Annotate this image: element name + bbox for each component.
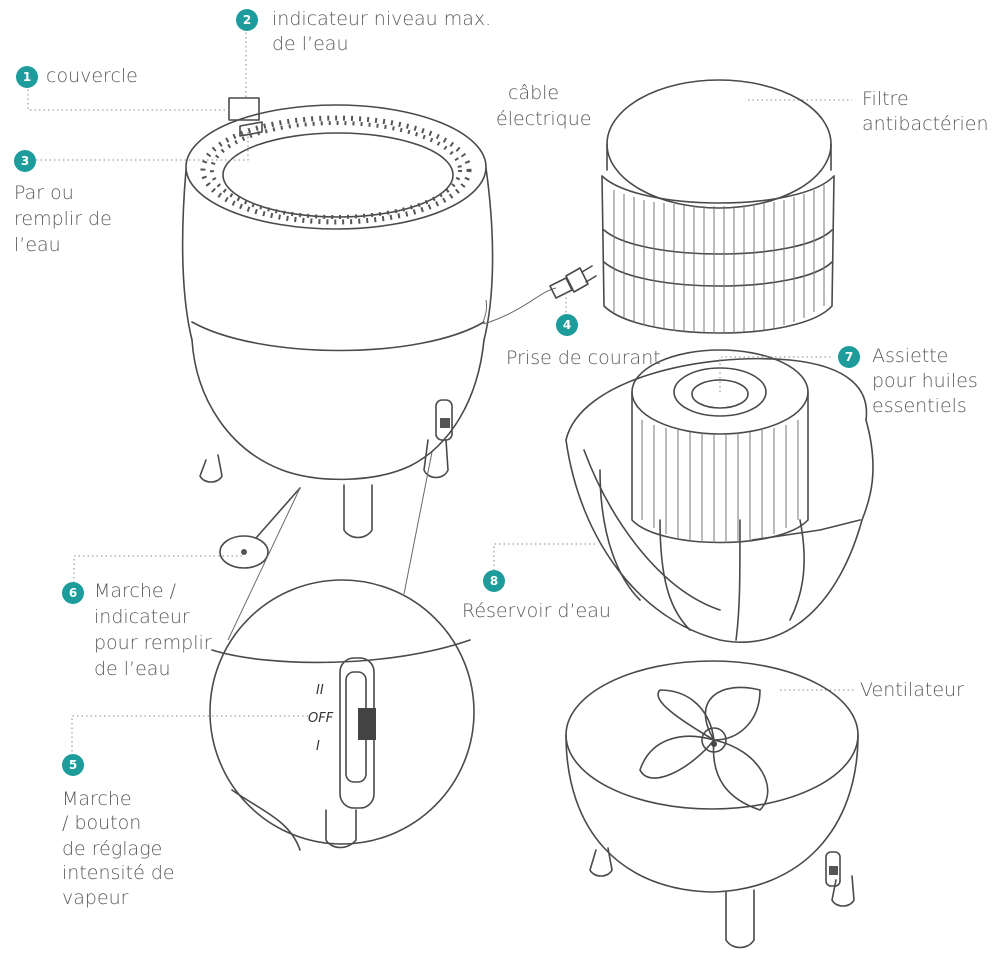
label-bouton-line1: Marche [62, 788, 132, 811]
label-couvercle: couvercle [46, 65, 138, 88]
label-marche-indicateur-line4: de l’eau [94, 658, 170, 681]
label-marche-indicateur-line1: Marche / [94, 580, 176, 603]
label-marche-indicateur-line2: indicateur [94, 606, 190, 629]
power-cable [483, 266, 596, 324]
label-cable-line2: électrique [496, 108, 591, 131]
label-cable-line1: câble [508, 82, 559, 105]
zoom-line-right [404, 452, 432, 594]
badge-5: 5 [62, 754, 84, 776]
label-remplir-line3: l’eau [14, 234, 61, 257]
switch-mark-off: OFF [308, 711, 334, 726]
badge-4: 4 [556, 314, 578, 336]
label-bouton-line3: de réglage [62, 838, 162, 861]
label-bouton-line5: vapeur [62, 887, 129, 910]
antibacterial-filter [602, 80, 834, 333]
water-tank [566, 350, 873, 642]
label-ventilateur: Ventilateur [860, 679, 964, 702]
badge-6: 6 [62, 582, 84, 604]
badge-7: 7 [838, 346, 860, 368]
fan-base [566, 661, 858, 948]
switch-zoom-circle: II OFF I [210, 580, 474, 850]
label-bouton-line4: intensité de [62, 862, 175, 885]
label-filtre-line1: Filtre [862, 88, 909, 111]
label-remplir-line2: remplir de [14, 208, 112, 231]
label-filtre-line2: antibactérien [862, 113, 989, 136]
badge-3: 3 [14, 150, 36, 172]
humidifier-main-unit [183, 98, 493, 538]
label-assiette-line1: Assiette [872, 345, 948, 368]
label-indicateur-niveau-line1: indicateur niveau max. [272, 8, 491, 31]
label-remplir-line1: Par ou [14, 182, 74, 205]
badge-2: 2 [236, 9, 258, 31]
label-reservoir: Réservoir d’eau [462, 600, 611, 623]
label-marche-indicateur-line3: pour remplir [94, 632, 212, 655]
label-assiette-line2: pour huiles [872, 370, 978, 393]
badge-8: 8 [483, 570, 505, 592]
label-prise-de-courant: Prise de courant [506, 347, 661, 370]
label-indicateur-niveau-line2: de l’eau [272, 33, 348, 56]
switch-mark-high: II [316, 683, 324, 698]
zoom-line-left [228, 488, 300, 640]
label-bouton-line2: / bouton [62, 812, 141, 835]
badge-1: 1 [16, 66, 38, 88]
label-assiette-line3: essentiels [872, 395, 967, 418]
switch-mark-low: I [316, 739, 320, 754]
